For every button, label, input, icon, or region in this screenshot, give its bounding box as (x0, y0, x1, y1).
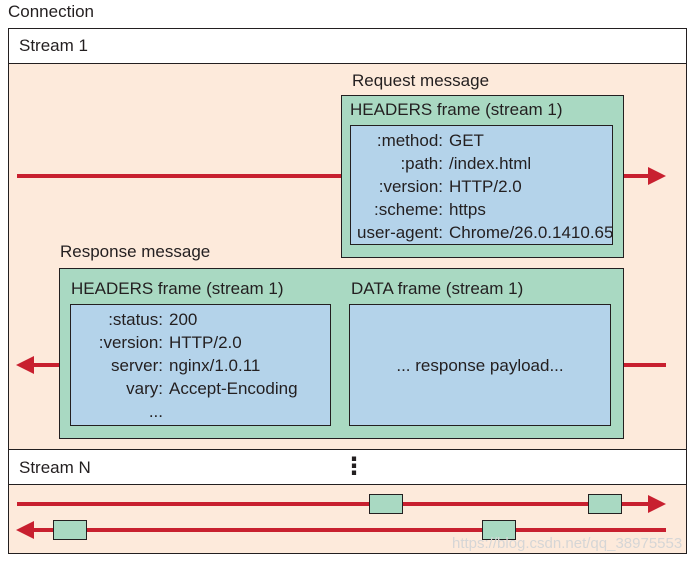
request-header-key: :version: (378, 177, 443, 196)
request-header-row: user-agent: Chrome/26.0.1410.65 (355, 221, 613, 244)
request-header-value: HTTP/2.0 (449, 177, 522, 196)
request-header-value: https (449, 200, 486, 219)
response-header-row: vary: Accept-Encoding (75, 377, 298, 400)
response-data-frame-title: DATA frame (stream 1) (351, 279, 524, 298)
response-message-label: Response message (60, 242, 211, 261)
response-header-value: nginx/1.0.11 (169, 356, 261, 375)
response-header-value: Accept-Encoding (169, 379, 298, 398)
request-header-value: /index.html (449, 154, 532, 173)
request-header-row: :path: /index.html (355, 152, 531, 175)
request-arrow-head (648, 167, 666, 185)
response-arrow-head (16, 356, 34, 374)
stream-n-label: Stream N (19, 458, 91, 477)
response-header-key: vary: (126, 379, 163, 398)
response-header-value: 200 (169, 310, 198, 329)
connection-label: Connection (8, 2, 95, 21)
request-header-row: :scheme: https (355, 198, 486, 221)
response-frames-container: HEADERS frame (stream 1) DATA frame (str… (59, 268, 624, 439)
response-header-row: server: nginx/1.0.11 (75, 354, 260, 377)
response-header-key: :status: (108, 310, 163, 329)
request-header-value: Chrome/26.0.1410.65 (449, 223, 614, 242)
request-header-key: :path: (400, 154, 443, 173)
stream-n-frame-outgoing-2 (588, 494, 622, 514)
stream-n-frame-outgoing-1 (369, 494, 403, 514)
watermark-text: https://blog.csdn.net/qq_38975553 (452, 535, 683, 552)
response-header-key: server: (111, 356, 163, 375)
stream-n-outgoing-arrow-head (648, 495, 666, 513)
request-header-key: :method: (376, 131, 443, 150)
request-message-label: Request message (352, 71, 490, 90)
response-header-row: ... (75, 400, 169, 423)
stream-n-incoming-arrow-head (16, 521, 34, 539)
request-header-row: :method: GET (355, 129, 484, 152)
request-header-key: user-agent: (357, 223, 443, 242)
stream-1-label: Stream 1 (19, 36, 88, 55)
request-headers-frame-title: HEADERS frame (stream 1) (350, 100, 563, 119)
response-header-row: :status: 200 (75, 308, 197, 331)
response-header-key: ... (148, 402, 163, 421)
stream-n-body (8, 484, 687, 554)
more-streams-ellipsis: ⋮ (342, 453, 366, 480)
response-headers-frame-title: HEADERS frame (stream 1) (71, 279, 284, 298)
request-header-value: GET (449, 131, 484, 150)
request-headers-block: :method: GET :path: /index.html :version: HTT… (350, 125, 613, 245)
request-header-row: :version: HTTP/2.0 (355, 175, 522, 198)
stream-n-frame-incoming-2 (482, 520, 516, 540)
response-header-value: HTTP/2.0 (169, 333, 242, 352)
response-header-key: :version: (98, 333, 163, 352)
response-headers-block: :status: 200 :version: HTTP/2.0 server: nginx… (70, 304, 331, 426)
response-header-row: :version: HTTP/2.0 (75, 331, 242, 354)
response-payload: ... response payload... (396, 356, 564, 375)
request-headers-frame: HEADERS frame (stream 1) :method: GET :pat… (341, 95, 624, 258)
request-header-key: :scheme: (374, 200, 443, 219)
response-data-block: ... response payload... (349, 304, 611, 426)
stream-n-frame-incoming-1 (53, 520, 87, 540)
